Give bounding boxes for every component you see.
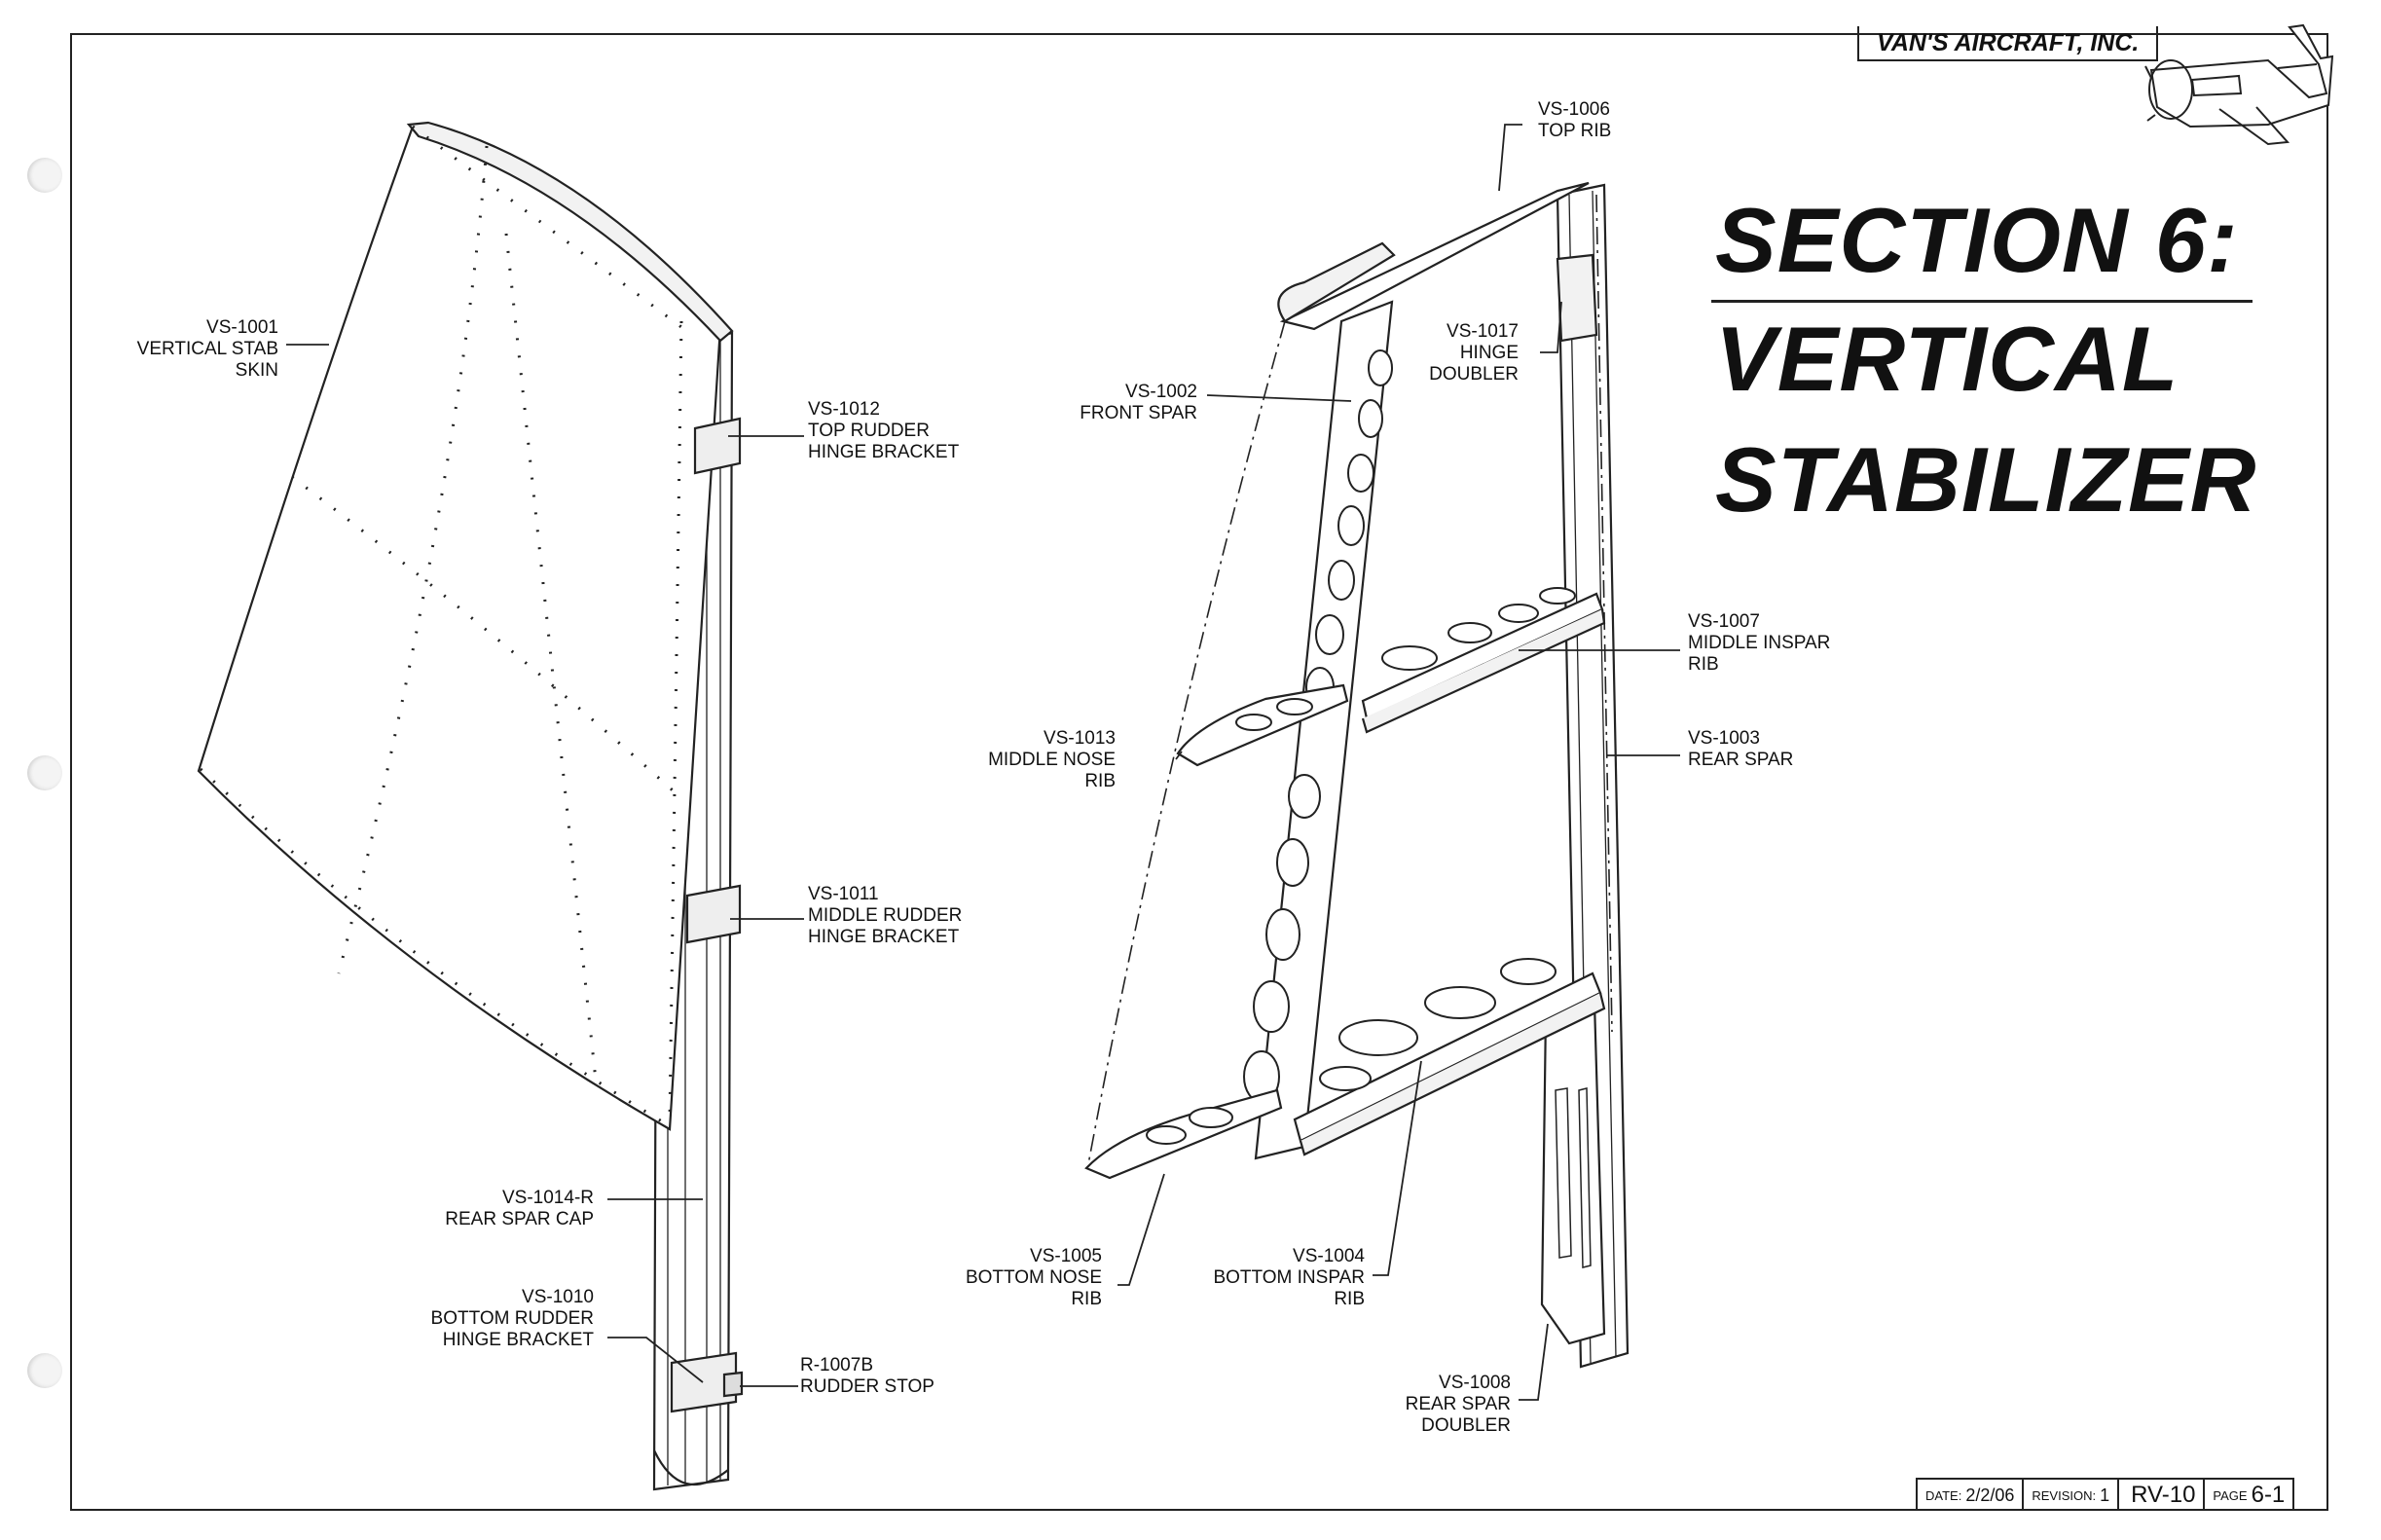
callout-part-number: VS-1014-R	[502, 1188, 594, 1208]
callout-description: REAR SPAR	[1405, 1394, 1511, 1414]
callout-description: REAR SPAR	[1688, 750, 1794, 770]
callout-description: RIB	[1688, 654, 1719, 675]
callout-vs-1008: VS-1008 REAR SPAR DOUBLER	[1373, 1373, 1511, 1437]
date-value: 2/2/06	[1965, 1485, 2015, 1505]
callout-vs-1005: VS-1005 BOTTOM NOSE RIB	[964, 1246, 1102, 1310]
callout-part-number: VS-1017	[1447, 321, 1519, 342]
callout-description: MIDDLE INSPAR	[1688, 633, 1831, 653]
binder-hole-bottom	[27, 1353, 62, 1388]
callout-part-number: VS-1004	[1293, 1246, 1365, 1266]
callout-vs-1017: VS-1017 HINGE DOUBLER	[1421, 321, 1519, 385]
page-label: PAGE	[2213, 1487, 2248, 1503]
model-value: RV-10	[2131, 1482, 2196, 1508]
callout-description: DOUBLER	[1429, 364, 1519, 385]
callout-description: TOP RUDDER	[808, 421, 930, 441]
callout-vs-1012: VS-1012 TOP RUDDER HINGE BRACKET	[808, 399, 959, 463]
leader-lines	[286, 124, 1680, 1401]
callout-description: FRONT SPAR	[1080, 403, 1197, 423]
callout-description: REAR SPAR CAP	[445, 1209, 594, 1229]
callout-description: TOP RIB	[1538, 121, 1612, 141]
callout-vs-1010: VS-1010 BOTTOM RUDDER HINGE BRACKET	[389, 1287, 594, 1351]
callout-vs-1006: VS-1006 TOP RIB	[1538, 99, 1611, 142]
callout-vs-1002: VS-1002 FRONT SPAR	[1061, 382, 1197, 424]
callout-vs-1011: VS-1011 MIDDLE RUDDER HINGE BRACKET	[808, 884, 962, 948]
callout-part-number: VS-1010	[522, 1287, 594, 1307]
callout-vs-1014-r: VS-1014-R REAR SPAR CAP	[409, 1188, 594, 1230]
callout-part-number: VS-1013	[1044, 728, 1116, 749]
title-block: DATE: 2/2/06 REVISION: 1 RV-10 PAGE 6-1	[1916, 1478, 2295, 1511]
company-name: VAN'S AIRCRAFT, INC.	[1857, 26, 2159, 61]
callout-description: HINGE BRACKET	[808, 442, 960, 462]
callout-part-number: VS-1003	[1688, 728, 1760, 749]
callout-vs-1001: VS-1001 VERTICAL STAB SKIN	[117, 317, 278, 382]
callout-part-number: R-1007B	[800, 1355, 873, 1375]
date-cell: DATE: 2/2/06	[1918, 1480, 2025, 1511]
callout-description: BOTTOM INSPAR	[1213, 1267, 1365, 1288]
callout-description: MIDDLE RUDDER	[808, 905, 963, 926]
callout-description: HINGE	[1459, 343, 1519, 363]
skin-assembly	[197, 121, 744, 1491]
callout-vs-1007: VS-1007 MIDDLE INSPAR RIB	[1688, 611, 1830, 676]
section-subtitle-line2: STABILIZER	[1715, 428, 2257, 531]
callout-description: DOUBLER	[1421, 1415, 1511, 1436]
callout-description: RIB	[1334, 1289, 1365, 1309]
drawing-border	[70, 33, 2328, 1511]
callout-part-number: VS-1006	[1538, 99, 1610, 120]
section-subtitle-line1: VERTICAL	[1715, 308, 2180, 410]
callout-description: HINGE BRACKET	[808, 927, 960, 947]
internal-structure	[1084, 181, 1630, 1369]
callout-vs-1003: VS-1003 REAR SPAR	[1688, 728, 1793, 771]
callout-part-number: VS-1012	[808, 399, 880, 420]
binder-hole-middle	[27, 755, 62, 790]
revision-cell: REVISION: 1	[2024, 1480, 2120, 1511]
airplane-logo-icon	[2144, 23, 2334, 146]
callout-part-number: VS-1002	[1125, 382, 1197, 402]
callout-description: RIB	[1084, 771, 1116, 791]
callout-vs-1004: VS-1004 BOTTOM INSPAR RIB	[1197, 1246, 1365, 1310]
binder-hole-top	[27, 158, 62, 193]
date-label: DATE:	[1925, 1487, 1962, 1503]
callout-part-number: VS-1005	[1030, 1246, 1102, 1266]
callout-description: BOTTOM RUDDER	[430, 1308, 594, 1329]
callout-vs-1013: VS-1013 MIDDLE NOSE RIB	[973, 728, 1116, 792]
callout-description: SKIN	[235, 360, 278, 381]
callout-description: RIB	[1071, 1289, 1102, 1309]
title-underline	[1711, 300, 2253, 303]
callout-part-number: VS-1001	[206, 317, 278, 338]
page-cell: PAGE 6-1	[2205, 1480, 2292, 1511]
page-value: 6-1	[2251, 1482, 2286, 1508]
callout-part-number: VS-1008	[1439, 1373, 1511, 1393]
callout-description: HINGE BRACKET	[442, 1330, 594, 1350]
callout-description: RUDDER STOP	[800, 1376, 934, 1397]
section-title: SECTION 6:	[1715, 189, 2239, 291]
callout-description: BOTTOM NOSE	[965, 1267, 1102, 1288]
callout-part-number: VS-1011	[808, 884, 879, 904]
revision-value: 1	[2100, 1485, 2110, 1505]
callout-description: MIDDLE NOSE	[988, 750, 1116, 770]
revision-label: REVISION:	[2032, 1487, 2097, 1503]
callout-r-1007b: R-1007B RUDDER STOP	[800, 1355, 934, 1398]
callout-part-number: VS-1007	[1688, 611, 1760, 632]
callout-description: VERTICAL STAB	[136, 339, 278, 359]
model-cell: RV-10	[2119, 1480, 2206, 1511]
